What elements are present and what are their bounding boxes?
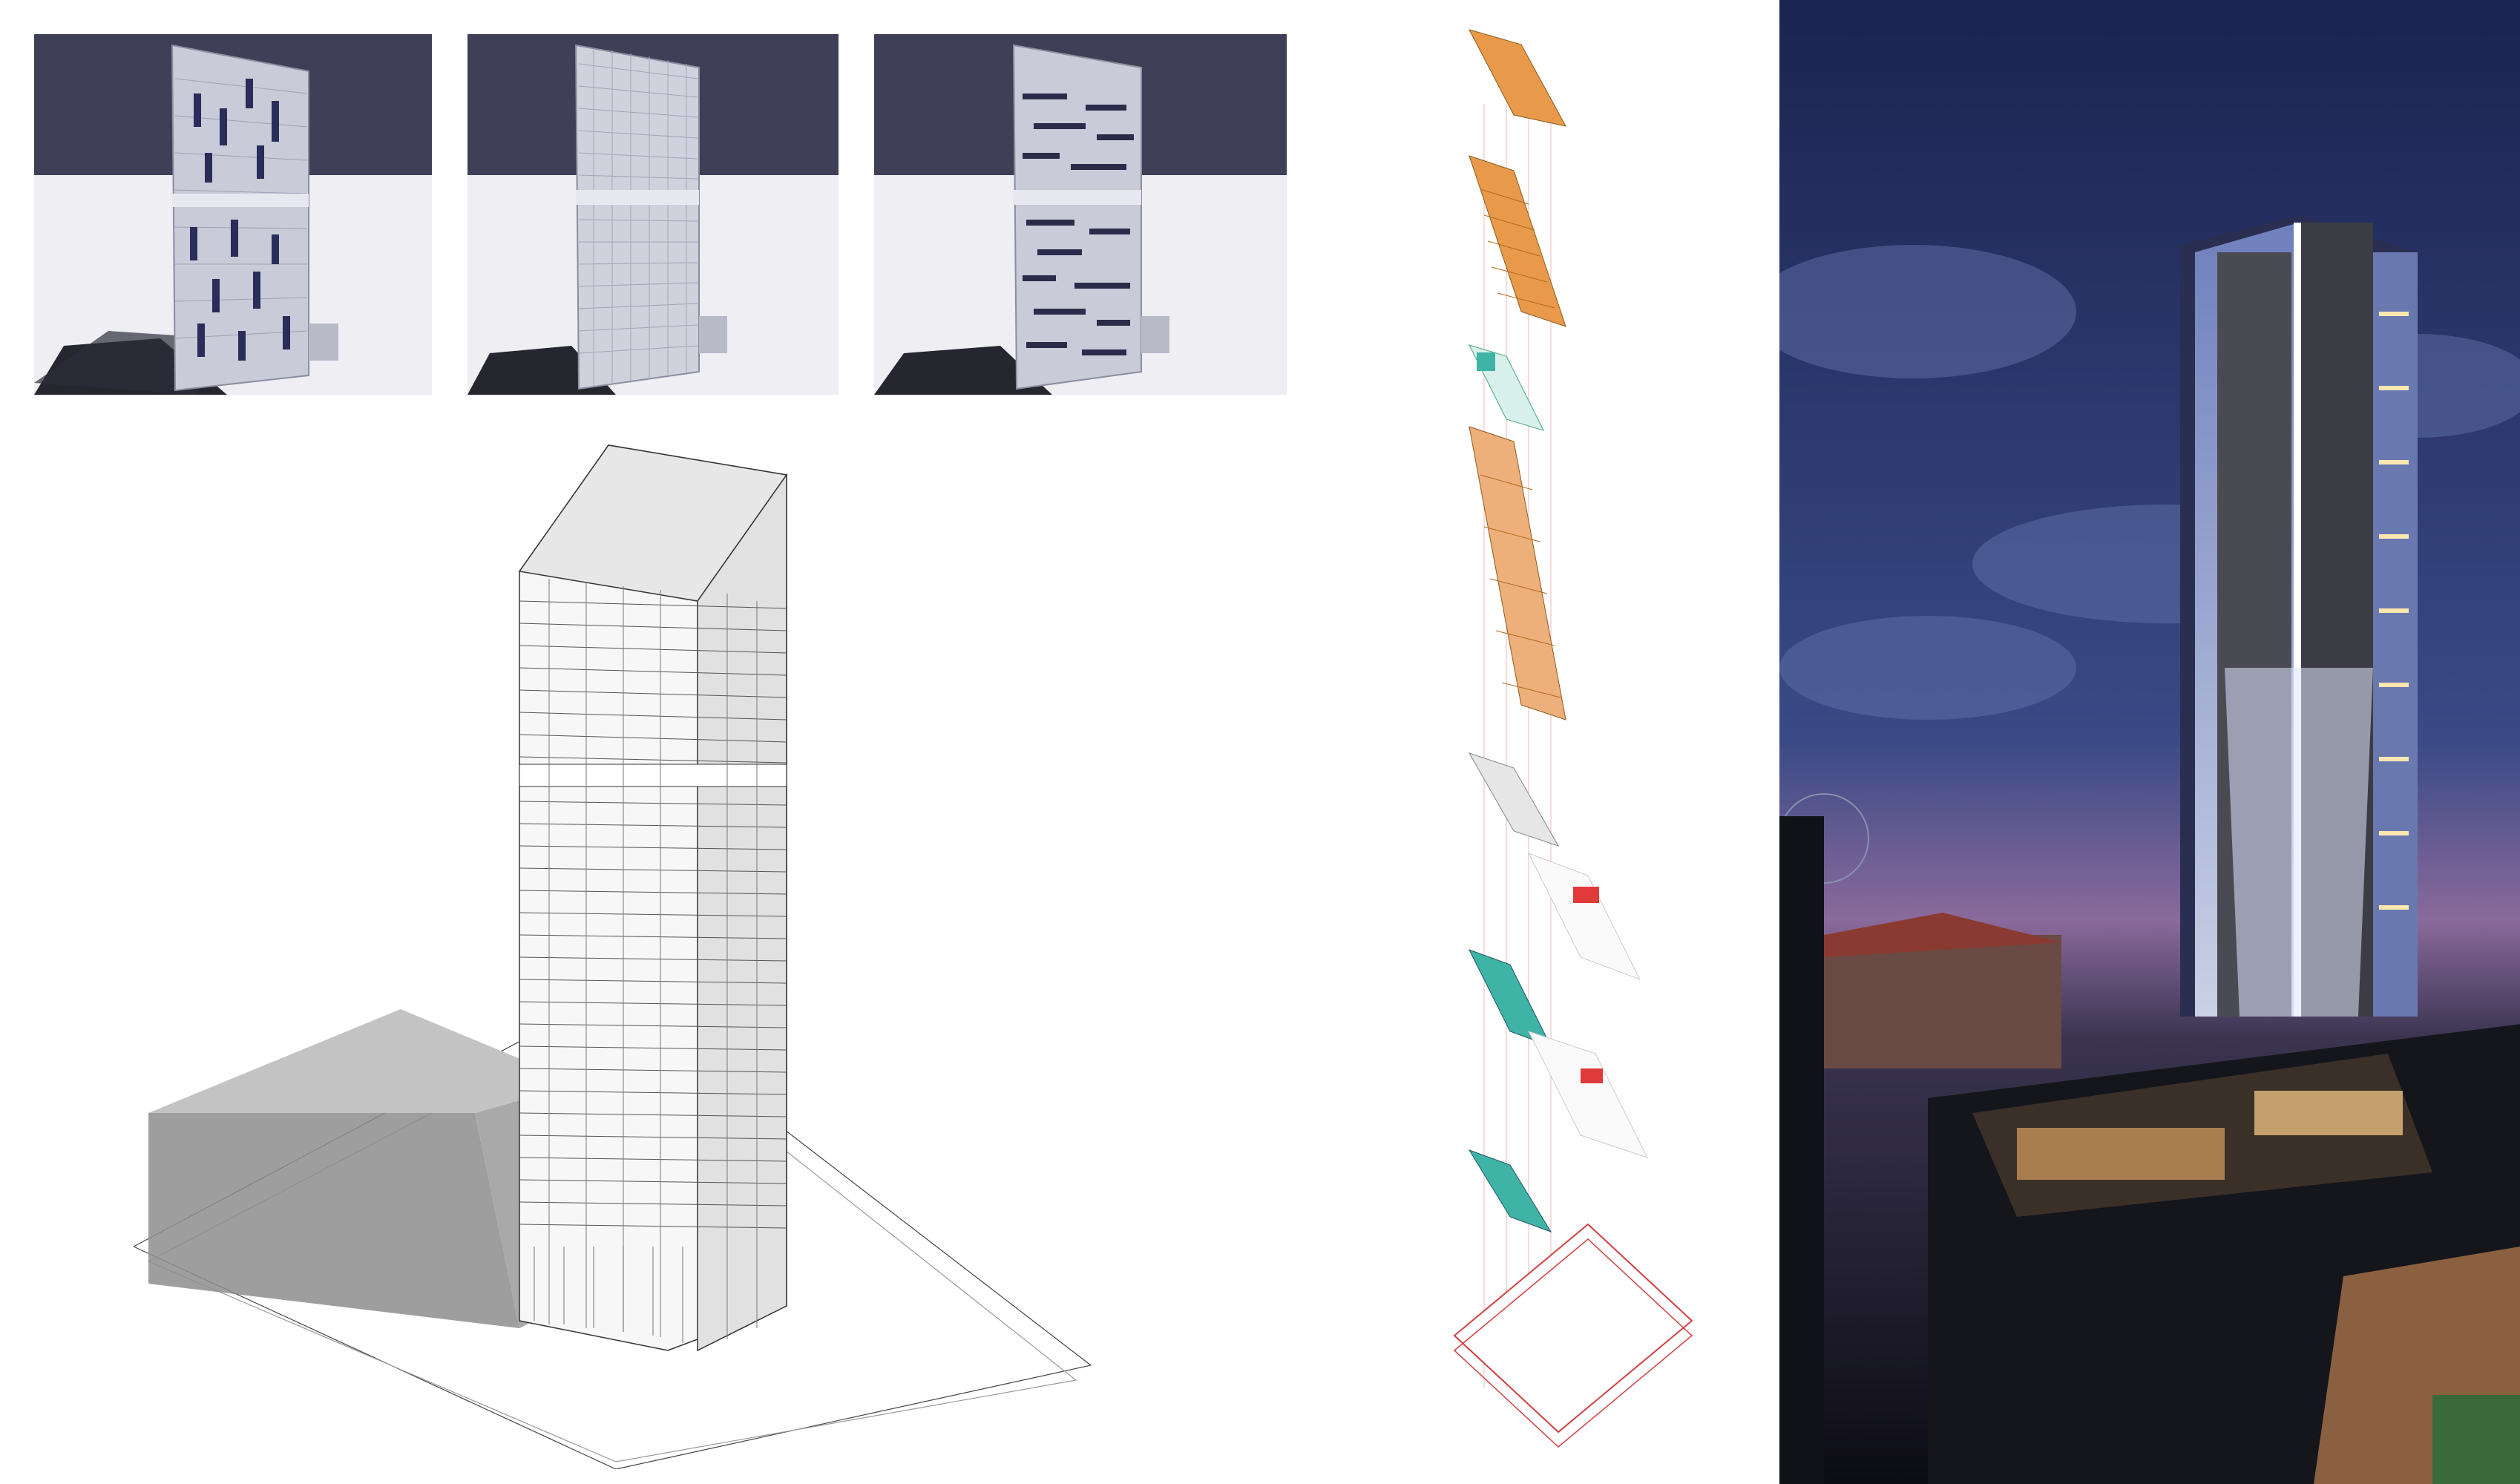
facade-study-thumbnail-3 bbox=[874, 34, 1287, 395]
night-rendering bbox=[1779, 0, 2520, 1484]
facade-study-thumbnail-2 bbox=[467, 34, 839, 395]
exploded-axonometric-diagram bbox=[1440, 15, 1722, 1469]
axonometric-line-drawing bbox=[134, 430, 1128, 1469]
facade-study-thumbnail-1 bbox=[34, 34, 432, 395]
